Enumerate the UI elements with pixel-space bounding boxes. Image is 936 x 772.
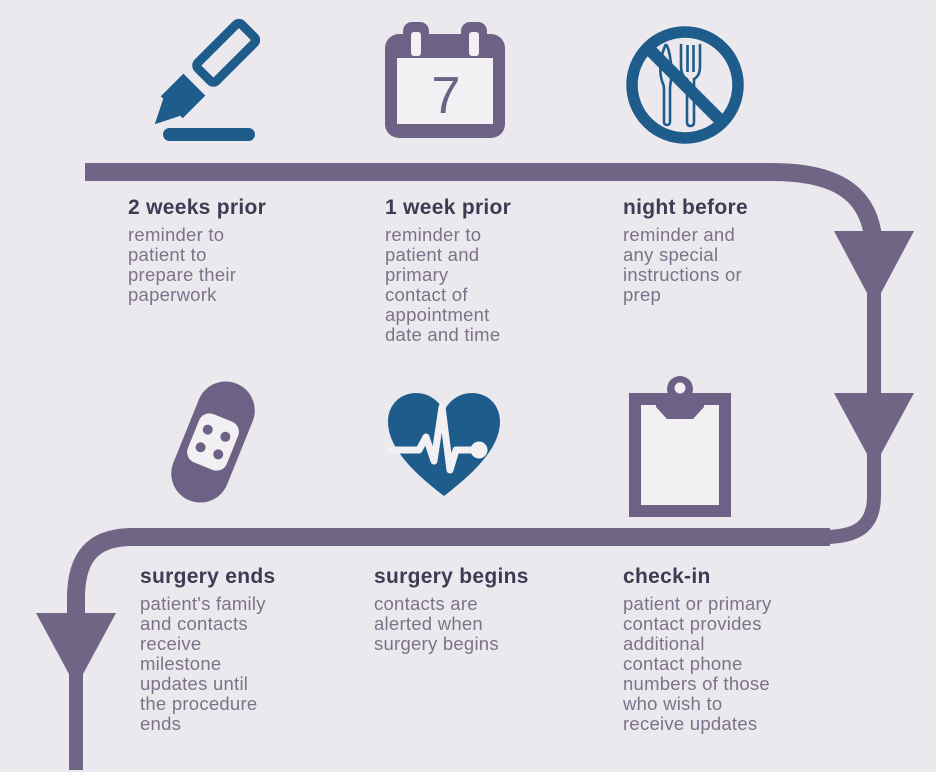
calendar-ring-left-slot	[411, 32, 421, 56]
step-night-before: night before reminder and any special in…	[623, 196, 808, 305]
bandage-dot	[195, 442, 206, 453]
bandage-icon	[150, 372, 280, 514]
calendar-icon: 7	[383, 22, 508, 142]
calendar-ring-right-slot	[469, 32, 479, 56]
ekg-dot	[470, 441, 488, 459]
flow-arrow-down-3	[36, 613, 116, 770]
step-description: patient's family and contacts receive mi…	[140, 593, 266, 734]
calendar-day: 7	[432, 67, 461, 125]
bandage-pad	[187, 413, 239, 471]
prohibition-ring	[626, 26, 744, 144]
step-title: surgery ends	[140, 565, 276, 588]
bandage-dot	[202, 424, 213, 435]
knife-outline	[659, 43, 673, 127]
step-surgery-ends: surgery ends patient's family and contac…	[140, 565, 315, 734]
bandage-dot	[220, 431, 231, 442]
step-title: surgery begins	[374, 565, 529, 588]
step-surgery-begins: surgery begins contacts are alerted when…	[374, 565, 554, 654]
heart-ekg-icon	[383, 390, 505, 502]
step-description: reminder and any special instructions or…	[623, 224, 742, 305]
fork-tines	[686, 45, 695, 72]
marker-body	[192, 18, 261, 87]
step-description: reminder to patient to prepare their pap…	[128, 224, 237, 305]
step-description: contacts are alerted when surgery begins	[374, 593, 499, 654]
step-title: check-in	[623, 565, 711, 588]
prohibition-slash	[643, 43, 727, 127]
marker-icon	[143, 8, 273, 148]
marker-ferrule	[160, 73, 206, 119]
flow-segment-middle	[67, 528, 830, 618]
step-title: night before	[623, 196, 748, 219]
step-1-week-prior: 1 week prior reminder to patient and pri…	[385, 196, 555, 345]
step-title: 2 weeks prior	[128, 196, 267, 219]
step-check-in: check-in patient or primary contact prov…	[623, 565, 818, 734]
step-description: patient or primary contact provides addi…	[623, 593, 772, 734]
calendar-page	[397, 58, 493, 124]
flow-arrow-down-2	[834, 393, 914, 454]
no-food-icon	[624, 24, 746, 146]
clipboard-ring-hole	[674, 382, 686, 394]
flow-arrow-down-1	[834, 231, 914, 400]
clipboard-icon	[627, 375, 733, 517]
clipboard-clip	[656, 397, 704, 419]
step-description: reminder to patient and primary contact …	[385, 224, 501, 345]
marker-underline	[163, 128, 255, 141]
flow-connector-right	[823, 448, 881, 544]
step-title: 1 week prior	[385, 196, 512, 219]
bandage-dot	[213, 449, 224, 460]
ekg-line	[386, 403, 477, 474]
step-2-weeks-prior: 2 weeks prior reminder to patient to pre…	[128, 196, 293, 305]
